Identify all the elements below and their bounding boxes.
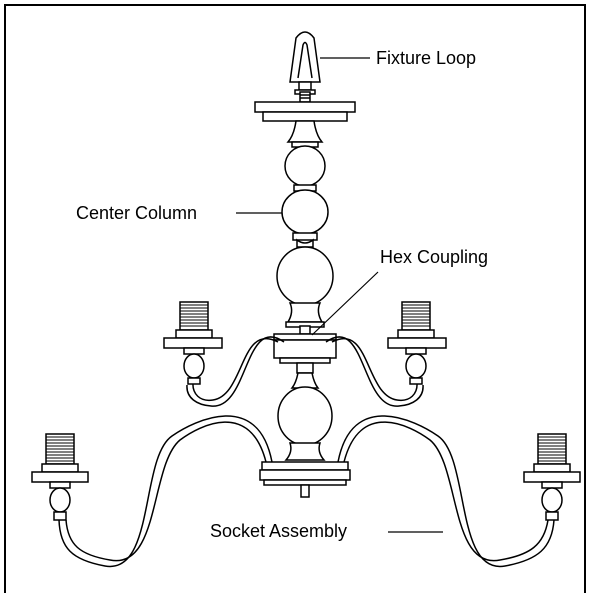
canopy: [254, 91, 356, 122]
diagram-frame: [4, 4, 586, 593]
upper-arms: [186, 336, 424, 407]
socket-upper-right: [387, 301, 447, 385]
fixture-loop: [289, 31, 321, 95]
socket-assembly-label: Socket Assembly: [210, 521, 348, 541]
center-column-label: Center Column: [76, 203, 198, 223]
socket-lower-right: [523, 433, 581, 521]
socket-upper-left: [163, 301, 223, 385]
hex-coupling-leader: [311, 271, 379, 336]
fixture-loop-label: Fixture Loop: [376, 48, 477, 68]
hex-coupling: [273, 325, 337, 364]
center-column: [276, 120, 334, 328]
socket-lower-left: [31, 433, 89, 521]
hex-coupling-label: Hex Coupling: [380, 247, 489, 267]
lower-column: [259, 362, 351, 498]
lower-arms: [58, 415, 555, 567]
